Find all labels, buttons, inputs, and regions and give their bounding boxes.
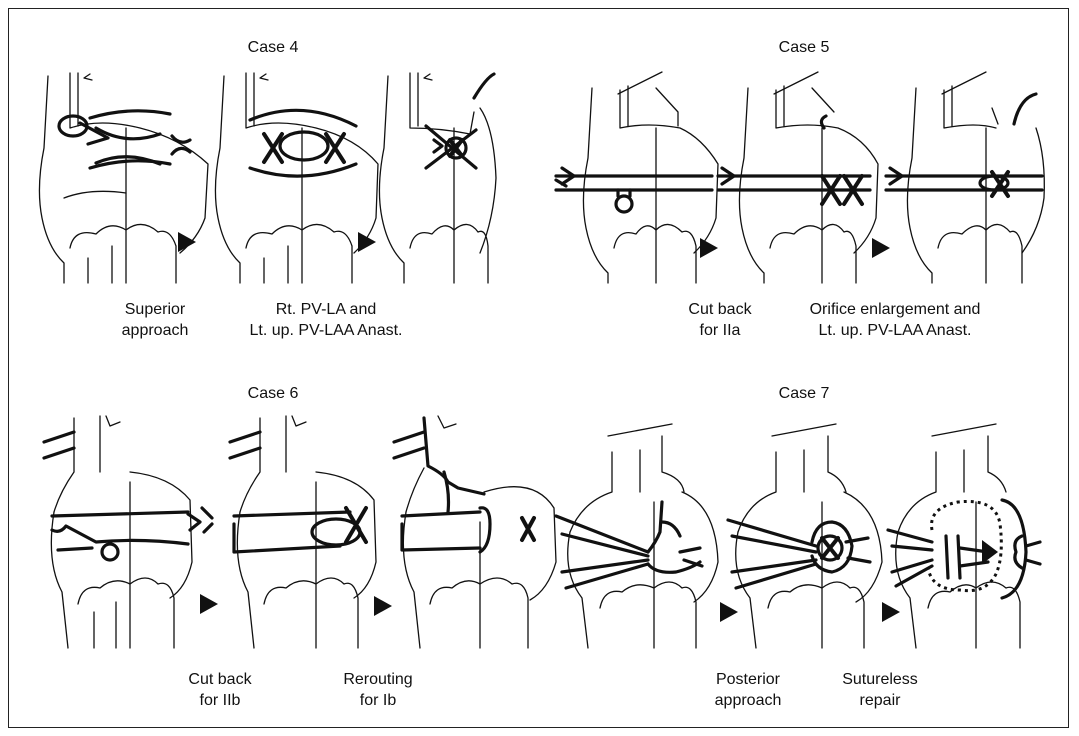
case-7-heart-3: [888, 424, 1040, 648]
case-4-heart-3: [379, 73, 496, 283]
case-5-drawings: [552, 68, 1052, 288]
case-7-drawings: [552, 412, 1052, 652]
case-5-caption-1: Cut back for IIa: [670, 299, 770, 341]
case-5-heart-3: [886, 72, 1044, 283]
case-7-caption-2: Sutureless repair: [820, 669, 940, 711]
case-7-title: Case 7: [744, 383, 864, 404]
case-7-heart-1: [556, 424, 738, 648]
case-5-heart-1: [556, 72, 718, 283]
case-6-heart-1: [44, 416, 218, 648]
case-4-title: Case 4: [213, 37, 333, 58]
case-6-drawings: [30, 412, 530, 652]
case-4-drawings: [30, 68, 530, 288]
case-7-heart-2: [728, 424, 900, 648]
case-4-caption-1: Superior approach: [95, 299, 215, 341]
case-4-heart-2: [215, 73, 378, 283]
case-4-caption-2: Rt. PV-LA and Lt. up. PV-LAA Anast.: [226, 299, 426, 341]
case-5-caption-2: Orifice enlargement and Lt. up. PV-LAA A…: [780, 299, 1010, 341]
case-4-heart-1: [39, 73, 208, 283]
case-5-heart-2: [718, 72, 890, 283]
case-6-heart-2: [230, 416, 392, 648]
case-5-title: Case 5: [744, 37, 864, 58]
case-6-caption-1: Cut back for IIb: [160, 669, 280, 711]
case-7-caption-1: Posterior approach: [688, 669, 808, 711]
case-6-title: Case 6: [213, 383, 333, 404]
case-6-caption-2: Rerouting for Ib: [318, 669, 438, 711]
